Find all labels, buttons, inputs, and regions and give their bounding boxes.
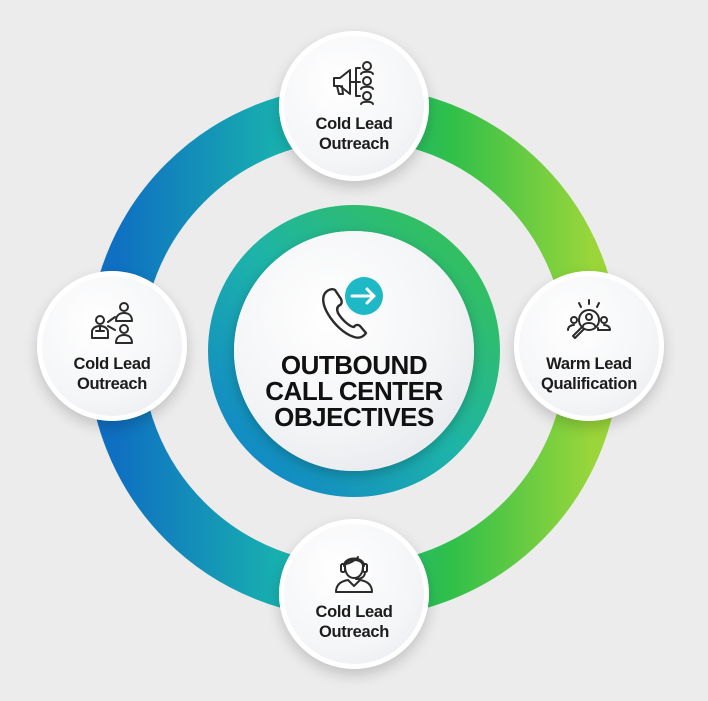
node-top-label: Cold Lead Outreach: [315, 114, 392, 154]
node-top-line-2: Outreach: [318, 135, 390, 153]
inner-ring: [208, 205, 500, 497]
node-top-line-1: Cold Lead: [315, 115, 393, 133]
center-title: OUTBOUND CALL CENTER OBJECTIVES: [265, 350, 443, 432]
megaphone-audience-icon: [333, 61, 374, 105]
phone-forward-icon: [322, 277, 383, 339]
node-bottom-label: Cold Lead Outreach: [315, 602, 392, 642]
node-right-line-1: Warm Lead: [546, 355, 632, 373]
referral-network-icon: [91, 302, 133, 344]
magnifier-people-icon: [567, 299, 611, 339]
node-bottom-line-1: Cold Lead: [315, 603, 393, 621]
center-title-line-1: OUTBOUND: [280, 350, 428, 380]
node-left-cold-lead-outreach: Cold Lead Outreach: [37, 271, 187, 421]
node-bottom-line-2: Outreach: [318, 623, 390, 641]
node-right-warm-lead-qualification: Warm Lead Qualification: [514, 271, 664, 421]
node-right-label: Warm Lead Qualification: [541, 354, 637, 394]
center-title-line-2: CALL CENTER: [265, 376, 443, 406]
headset-agent-icon: [335, 556, 373, 593]
node-bottom-cold-lead-outreach: Cold Lead Outreach: [279, 519, 429, 669]
node-left-line-2: Outreach: [76, 375, 148, 393]
node-left-label: Cold Lead Outreach: [73, 354, 150, 394]
center-title-line-3: OBJECTIVES: [274, 402, 434, 432]
center-hub: OUTBOUND CALL CENTER OBJECTIVES: [234, 231, 474, 471]
node-right-line-2: Qualification: [540, 375, 638, 393]
node-top-cold-lead-outreach: Cold Lead Outreach: [279, 31, 429, 181]
node-left-line-1: Cold Lead: [73, 355, 151, 373]
